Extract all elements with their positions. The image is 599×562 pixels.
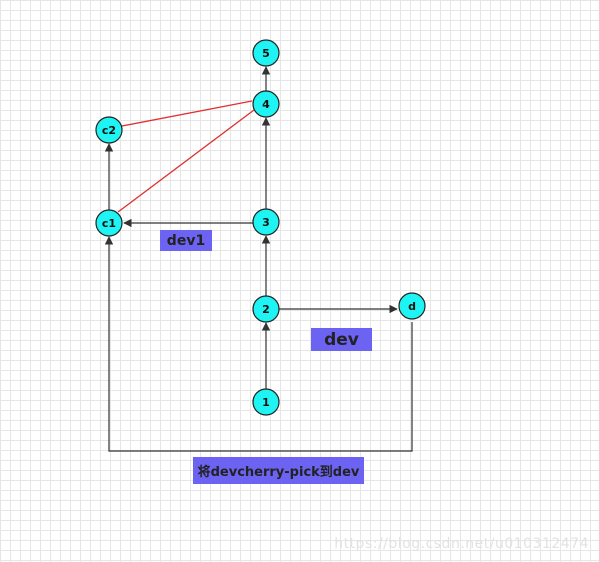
node-d: d [398, 292, 426, 320]
svg-text:1: 1 [262, 396, 270, 409]
node-1: 1 [252, 388, 280, 416]
svg-text:4: 4 [262, 98, 270, 111]
node-2: 2 [252, 295, 280, 323]
cherry-pick-label: 将devcherry-pick到dev [193, 457, 364, 484]
svg-text:c1: c1 [102, 217, 116, 230]
svg-text:3: 3 [262, 216, 270, 229]
branch-label-dev: dev [311, 328, 372, 351]
svg-text:d: d [408, 300, 416, 313]
red-edge-c1-4 [117, 109, 255, 213]
branch-label-dev1: dev1 [160, 230, 212, 251]
svg-text:2: 2 [262, 303, 270, 316]
edge-d-to-c1 [104, 236, 413, 452]
node-3: 3 [252, 208, 280, 236]
watermark: https://blog.csdn.net/u010312474 [334, 536, 589, 552]
node-c1: c1 [95, 209, 123, 237]
node-4: 4 [252, 90, 280, 118]
svg-text:5: 5 [262, 47, 270, 60]
red-edge-c2-4 [121, 100, 253, 127]
node-5: 5 [252, 39, 280, 67]
node-c2: c2 [95, 116, 123, 144]
svg-text:c2: c2 [102, 124, 116, 137]
